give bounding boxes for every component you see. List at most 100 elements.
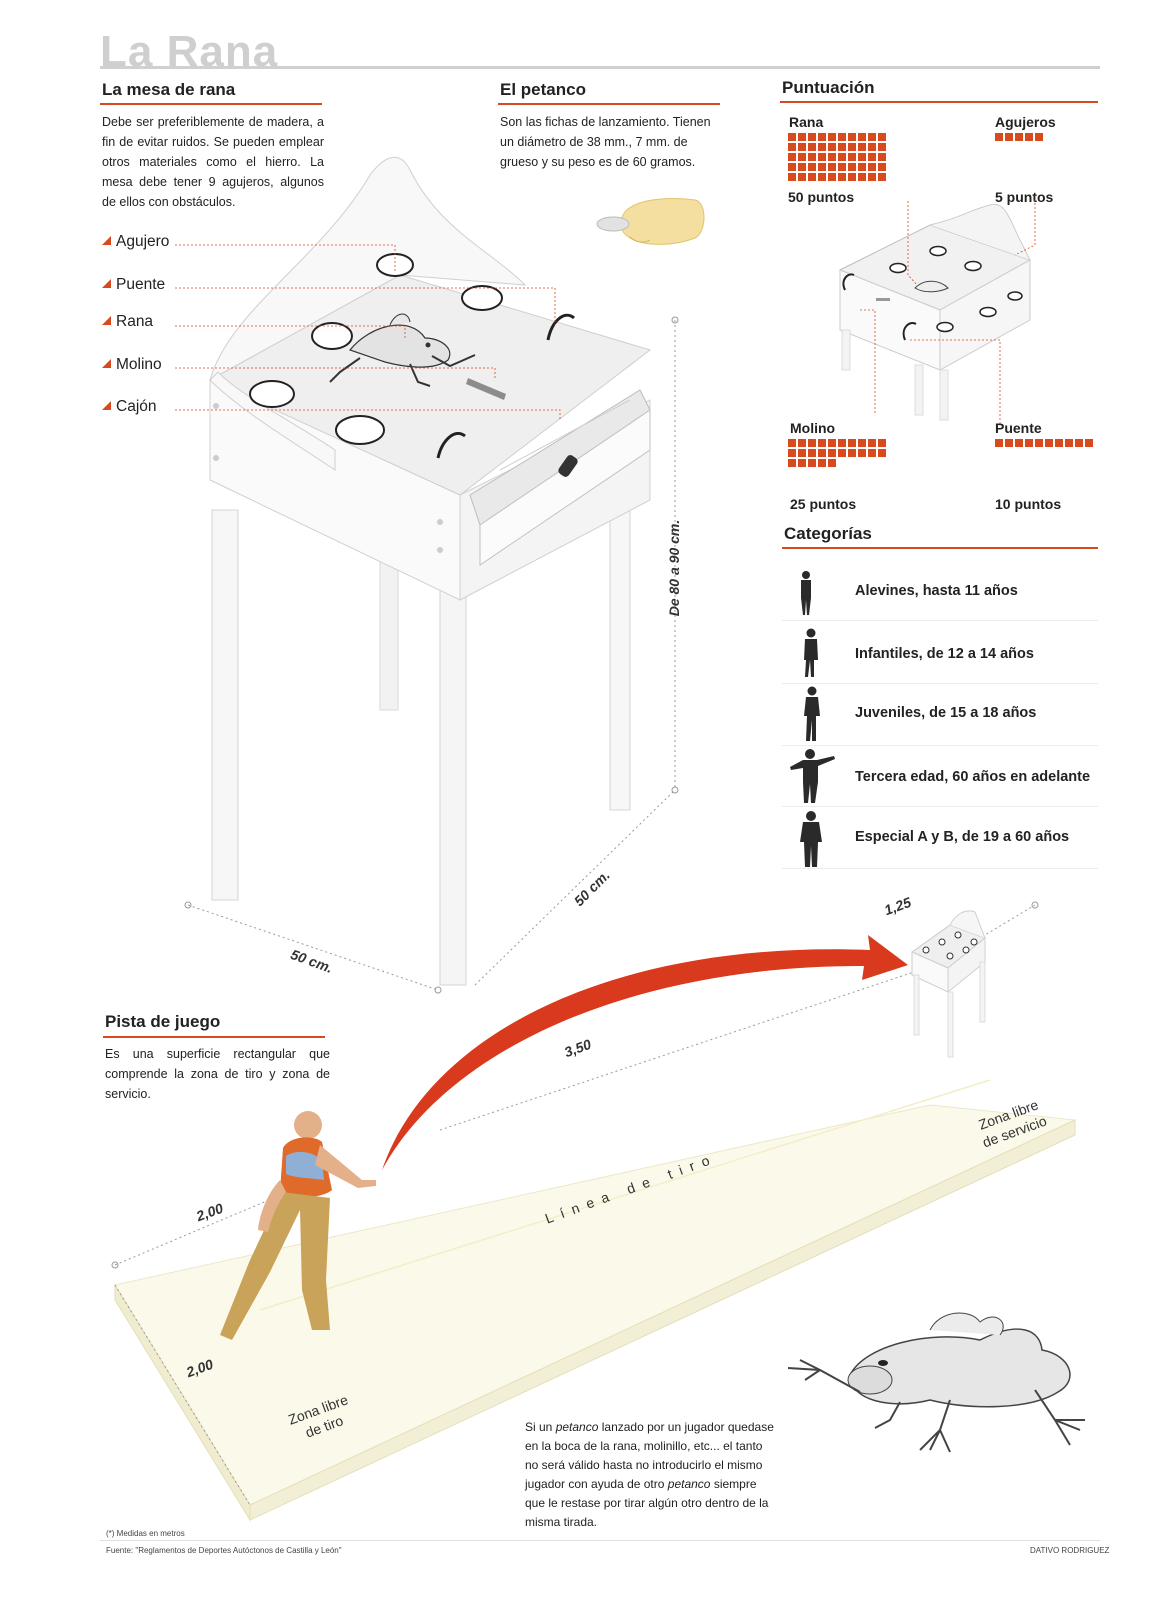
score-block <box>848 163 856 171</box>
score-agujeros-name: Agujeros <box>995 114 1056 130</box>
score-block <box>1015 439 1023 447</box>
score-rana-points: 50 puntos <box>788 189 855 205</box>
score-block <box>798 143 806 151</box>
label-cajon: Cajón <box>102 398 157 416</box>
score-block <box>828 143 836 151</box>
score-block <box>838 173 846 181</box>
score-block <box>838 153 846 161</box>
medidas-note: (*) Medidas en metros <box>106 1529 185 1538</box>
score-block <box>828 459 836 467</box>
score-agujeros-blocks <box>995 133 1043 141</box>
score-block <box>1055 439 1063 447</box>
categorias-rule <box>782 547 1098 549</box>
score-block <box>1075 439 1083 447</box>
score-puente-blocks <box>995 439 1093 447</box>
score-block <box>788 459 796 467</box>
score-block <box>1025 133 1033 141</box>
score-block <box>838 133 846 141</box>
score-block <box>1005 439 1013 447</box>
pista-illustration <box>111 901 1077 1522</box>
score-block <box>808 173 816 181</box>
teen-silhouette-icon <box>804 686 820 741</box>
score-block <box>788 143 796 151</box>
score-block <box>1015 133 1023 141</box>
score-block <box>788 173 796 181</box>
score-block <box>798 459 806 467</box>
score-block <box>808 459 816 467</box>
score-block <box>838 439 846 447</box>
score-block <box>808 163 816 171</box>
note-text: Si un petanco lanzado por un jugador que… <box>525 1420 774 1529</box>
score-block <box>808 439 816 447</box>
score-block <box>868 153 876 161</box>
rana-table-illustration <box>184 157 679 994</box>
score-block <box>838 163 846 171</box>
author-credit: DATIVO RODRIGUEZ <box>1030 1546 1110 1555</box>
score-block <box>868 163 876 171</box>
label-puente: Puente <box>102 276 165 294</box>
label-agujero: Agujero <box>102 233 169 251</box>
scoring-table-illustration <box>838 200 1036 425</box>
score-block <box>808 153 816 161</box>
score-block <box>878 449 886 457</box>
score-block <box>808 133 816 141</box>
score-block <box>818 459 826 467</box>
score-block <box>798 449 806 457</box>
score-molino-blocks <box>788 439 886 467</box>
petanco-text: Son las fichas de lanzamiento. Tienen un… <box>500 115 711 169</box>
mesa-rule <box>100 103 322 105</box>
score-block <box>818 449 826 457</box>
score-block <box>868 439 876 447</box>
score-block <box>808 449 816 457</box>
pista-text: Es una superficie rectangular que compre… <box>105 1047 330 1101</box>
score-block <box>818 173 826 181</box>
score-block <box>838 449 846 457</box>
puntuacion-title: Puntuación <box>782 78 875 97</box>
score-block <box>1085 439 1093 447</box>
score-block <box>1035 133 1043 141</box>
score-block <box>828 439 836 447</box>
score-rana-name: Rana <box>789 114 824 130</box>
score-block <box>995 439 1003 447</box>
score-block <box>858 173 866 181</box>
score-block <box>848 143 856 151</box>
categoria-especial: Especial A y B, de 19 a 60 años <box>855 829 1070 845</box>
score-block <box>798 163 806 171</box>
score-puente-points: 10 puntos <box>995 496 1062 512</box>
score-block <box>788 153 796 161</box>
mesa-title: La mesa de rana <box>102 80 236 99</box>
score-block <box>878 143 886 151</box>
score-block <box>858 439 866 447</box>
score-block <box>1045 439 1053 447</box>
label-rana: Rana <box>102 313 153 331</box>
score-block <box>828 133 836 141</box>
hand-petanco-illustration <box>596 198 705 245</box>
score-block <box>878 439 886 447</box>
score-block <box>878 163 886 171</box>
score-block <box>818 163 826 171</box>
score-block <box>788 163 796 171</box>
score-block <box>858 143 866 151</box>
score-puente-name: Puente <box>995 420 1042 436</box>
score-block <box>788 133 796 141</box>
frog-icon <box>329 313 476 387</box>
puntuacion-rule <box>780 101 1098 103</box>
cat-divider <box>782 806 1098 807</box>
score-block <box>818 133 826 141</box>
petanco-title: El petanco <box>500 80 586 99</box>
score-block <box>828 163 836 171</box>
categoria-alevines: Alevines, hasta 11 años <box>855 583 1018 599</box>
score-block <box>868 133 876 141</box>
score-block <box>798 439 806 447</box>
score-block <box>1025 439 1033 447</box>
score-block <box>848 449 856 457</box>
cat-divider <box>782 620 1098 621</box>
triangle-icon <box>102 279 111 288</box>
score-agujeros-points: 5 puntos <box>995 189 1054 205</box>
triangle-icon <box>102 359 111 368</box>
score-block <box>858 449 866 457</box>
score-block <box>868 449 876 457</box>
score-block <box>858 153 866 161</box>
petanco-rule <box>498 103 720 105</box>
score-block <box>788 439 796 447</box>
